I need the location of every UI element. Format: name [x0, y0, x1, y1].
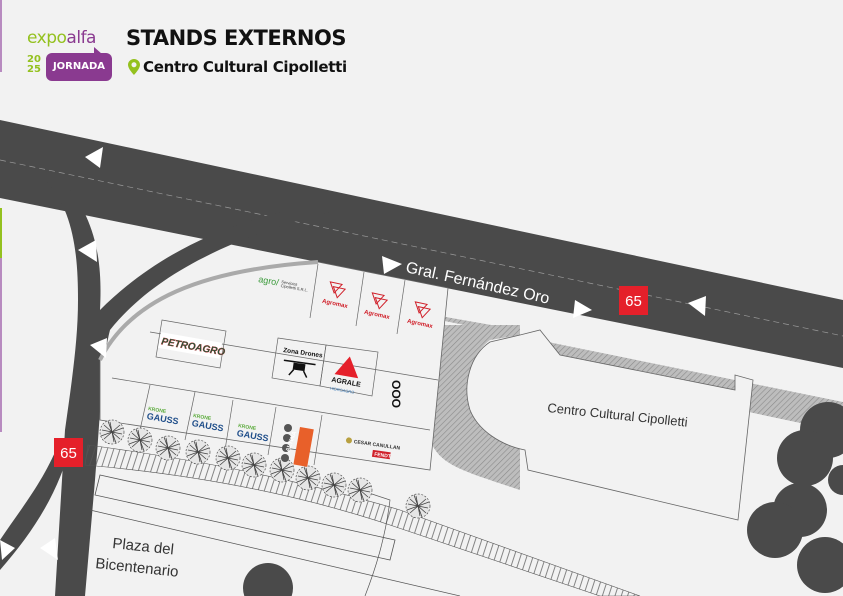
svg-text:OOO: OOO	[389, 380, 403, 408]
road-route-65	[45, 178, 330, 596]
svg-text:65: 65	[60, 445, 77, 462]
route-badge: 65	[54, 438, 83, 467]
route-badge: 65	[619, 286, 648, 315]
building-centro-cultural	[466, 329, 754, 521]
direction-arrows	[0, 147, 706, 560]
logo-jornada-badge: JORNADA	[46, 47, 112, 81]
trees-right	[243, 402, 843, 596]
svg-text:KRONE: KRONE	[238, 423, 257, 432]
plaza-label-line2: Bicentenario	[95, 555, 180, 581]
page-title: STANDS EXTERNOS	[126, 26, 346, 50]
stand-agromax-1: Agromax	[321, 281, 349, 310]
stand-agromax-2: Agromax	[363, 292, 391, 321]
svg-text:Agromax: Agromax	[321, 299, 348, 310]
stand-agro-servicios: agro/ Servicios Cipolletti S.R.L.	[258, 274, 309, 293]
edge-stripe-purple	[0, 0, 2, 72]
location-subtitle: Centro Cultural Cipolletti	[128, 58, 347, 76]
edge-stripe-green	[0, 208, 2, 258]
svg-text:Agromax: Agromax	[406, 319, 433, 330]
svg-text:65: 65	[625, 293, 642, 310]
svg-text:Cipolletti S.R.L.: Cipolletti S.R.L.	[280, 283, 308, 293]
location-label: Centro Cultural Cipolletti	[143, 58, 347, 76]
stand-agromax-3: Agromax	[406, 301, 434, 330]
svg-text:KRONE: KRONE	[148, 406, 167, 415]
map-pin-icon	[128, 59, 140, 75]
edge-stripe-purple	[0, 258, 2, 432]
svg-text:agro/: agro/	[258, 274, 280, 287]
svg-text:KRONE: KRONE	[193, 413, 212, 422]
drone-icon	[283, 359, 316, 378]
svg-text:FENDT: FENDT	[374, 452, 391, 460]
svg-text:Agromax: Agromax	[363, 310, 390, 321]
svg-text:HIDROAGRO: HIDROAGRO	[330, 386, 355, 395]
logo-wordmark: expoalfa	[27, 28, 96, 48]
plaza-label-line1: Plaza del	[112, 535, 175, 558]
svg-text:Servicios: Servicios	[281, 279, 298, 287]
